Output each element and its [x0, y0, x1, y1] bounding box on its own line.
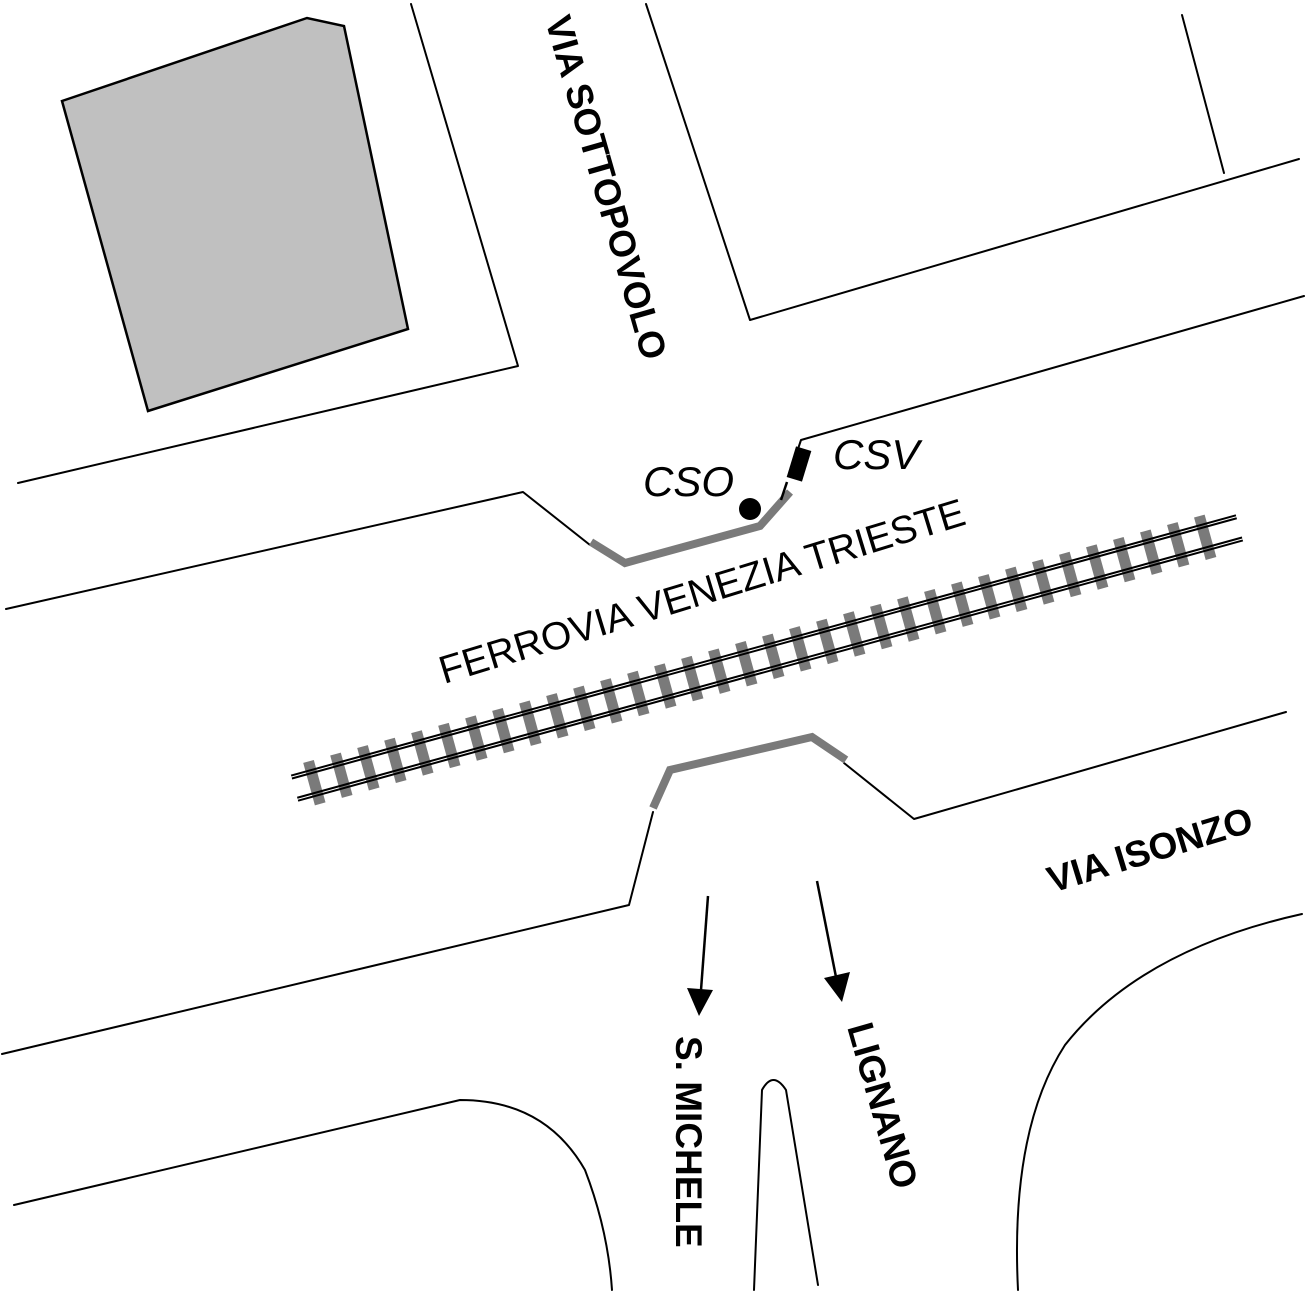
- railway-track: [290, 514, 1244, 806]
- south-road-north-edge: [1, 811, 654, 1055]
- south-east-curb: [1015, 913, 1303, 1291]
- north-road-south-edge: [5, 491, 591, 610]
- sottopovolo-east-edge: [645, 3, 1300, 321]
- rail-bottom: [296, 536, 1243, 799]
- rail-top: [290, 514, 1237, 777]
- signal-o-icon: [739, 498, 761, 520]
- north-road-east-edge: [796, 295, 1305, 453]
- lignano-label: LIGNANO: [839, 1018, 925, 1193]
- rail-top-inner: [291, 517, 1238, 780]
- road-edges: [1, 3, 1305, 1291]
- sottopovolo-west-edge: [17, 3, 519, 484]
- traffic-island: [753, 1079, 819, 1291]
- arrow-s-michele-icon: [687, 895, 713, 1016]
- cso-label: CSO: [643, 458, 734, 505]
- via-sottopovolo-label: VIA SOTTOPOVOLO: [537, 11, 674, 364]
- csv-label: CSV: [833, 431, 923, 478]
- via-isonzo-label: VIA ISONZO: [1042, 799, 1257, 900]
- south-west-curb: [13, 1099, 613, 1291]
- isonzo-north-edge: [843, 711, 1287, 820]
- building: [60, 16, 410, 413]
- s-michele-label: S. MICHELE: [668, 1036, 709, 1248]
- signal-v-icon: [779, 446, 812, 501]
- barrier-south: [649, 732, 849, 810]
- arrow-lignano-icon: [815, 880, 850, 1002]
- barrier-north: [588, 489, 793, 568]
- rail-bottom-inner: [297, 539, 1244, 802]
- lot-line-ne: [1181, 14, 1225, 174]
